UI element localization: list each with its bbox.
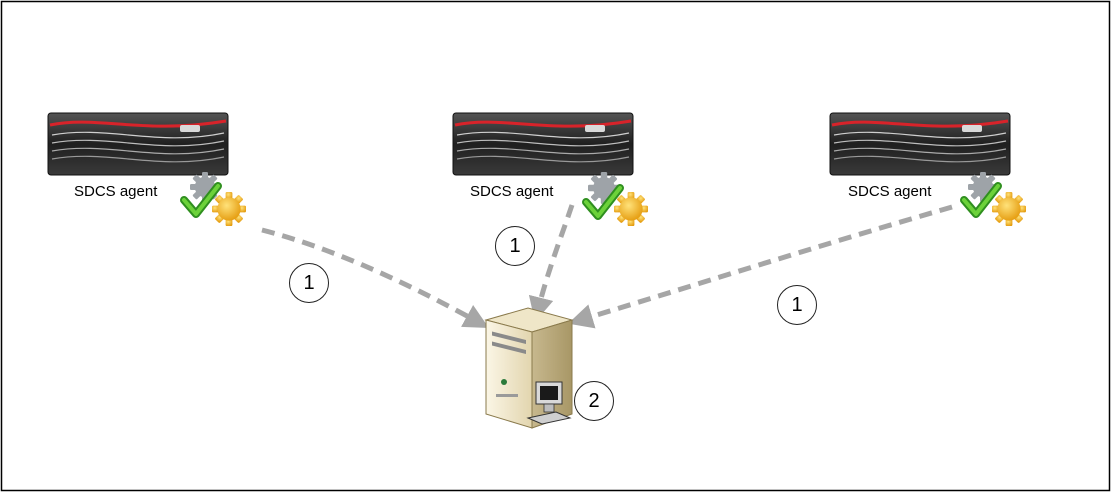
gears-check-icon	[180, 172, 246, 226]
storage-array-icon	[452, 112, 634, 176]
step-2-badge: 2	[574, 381, 614, 421]
step-1-badge: 1	[777, 285, 817, 325]
storage-array-icon	[829, 112, 1011, 176]
step-1-badge: 1	[289, 263, 329, 303]
gears-check-icon	[960, 172, 1026, 226]
agent-label: SDCS agent	[74, 183, 158, 200]
gears-check-icon	[582, 172, 648, 226]
arrows	[261, 204, 953, 329]
tower-server-with-workstation-icon	[484, 307, 574, 429]
step-1-badge: 1	[495, 226, 535, 266]
arrow-agent-1-to-collector	[261, 227, 489, 329]
arrow-agent-2-to-collector	[528, 204, 575, 323]
agent-label: SDCS agent	[848, 183, 932, 200]
agent-label: SDCS agent	[470, 183, 554, 200]
arrow-agent-3-to-collector	[568, 204, 953, 329]
storage-array-icon	[47, 112, 229, 176]
